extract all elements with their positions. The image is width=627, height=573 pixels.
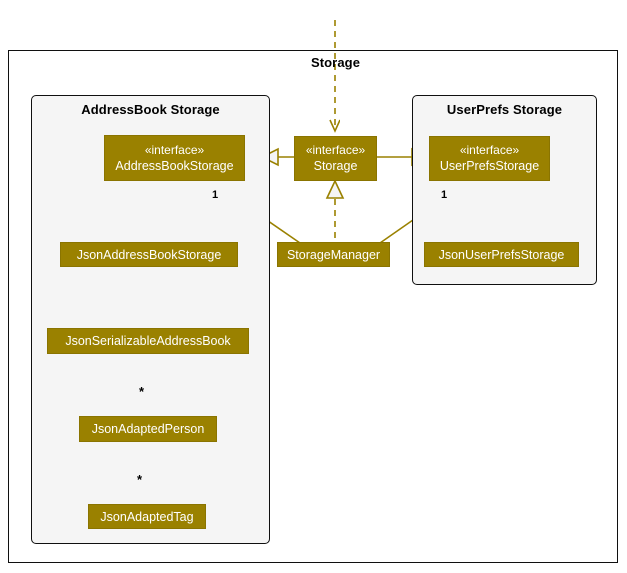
class-jsonaddressbookstorage-name: JsonAddressBookStorage (76, 247, 222, 262)
class-addressbookstorage[interactable]: «interface» AddressBookStorage (104, 135, 245, 181)
class-userprefsstorage-stereotype: «interface» (459, 143, 520, 157)
class-jsonserializableaddressbook-name: JsonSerializableAddressBook (65, 334, 231, 348)
class-jsonadaptedperson[interactable]: JsonAdaptedPerson (79, 416, 217, 442)
class-addressbookstorage-name: AddressBookStorage (115, 158, 234, 173)
edge-storagemanager-to-storage (325, 179, 345, 238)
outer-frame-storage (8, 50, 618, 563)
multiplicity-person-to-tag: * (137, 472, 143, 487)
panel-addressbook-storage-title: AddressBook Storage (81, 102, 220, 117)
class-storage-stereotype: «interface» (305, 143, 366, 157)
class-jsonadaptedtag-name: JsonAdaptedTag (100, 509, 194, 524)
panel-userprefs-storage-title: UserPrefs Storage (446, 102, 563, 117)
class-userprefsstorage[interactable]: «interface» UserPrefsStorage (429, 136, 550, 181)
class-storagemanager-name: StorageManager (286, 247, 381, 262)
class-userprefsstorage-name: UserPrefsStorage (439, 159, 540, 173)
class-jsonadaptedtag[interactable]: JsonAdaptedTag (88, 504, 206, 529)
class-storage[interactable]: «interface» Storage (294, 136, 377, 181)
class-storage-name: Storage (313, 159, 358, 173)
class-jsonuserprefsstorage[interactable]: JsonUserPrefsStorage (424, 242, 579, 267)
multiplicity-manager-to-userprefs: 1 (441, 189, 448, 201)
class-addressbookstorage-stereotype: «interface» (144, 142, 205, 157)
class-jsonadaptedperson-name: JsonAdaptedPerson (91, 422, 205, 436)
class-storagemanager[interactable]: StorageManager (277, 242, 390, 267)
class-jsonuserprefsstorage-name: JsonUserPrefsStorage (438, 247, 565, 262)
class-jsonserializableaddressbook[interactable]: JsonSerializableAddressBook (47, 328, 249, 354)
outer-frame-title: Storage (310, 55, 361, 70)
class-jsonaddressbookstorage[interactable]: JsonAddressBookStorage (60, 242, 238, 267)
multiplicity-serializable-to-person: * (139, 384, 145, 399)
multiplicity-manager-to-addressbook: 1 (212, 189, 219, 201)
